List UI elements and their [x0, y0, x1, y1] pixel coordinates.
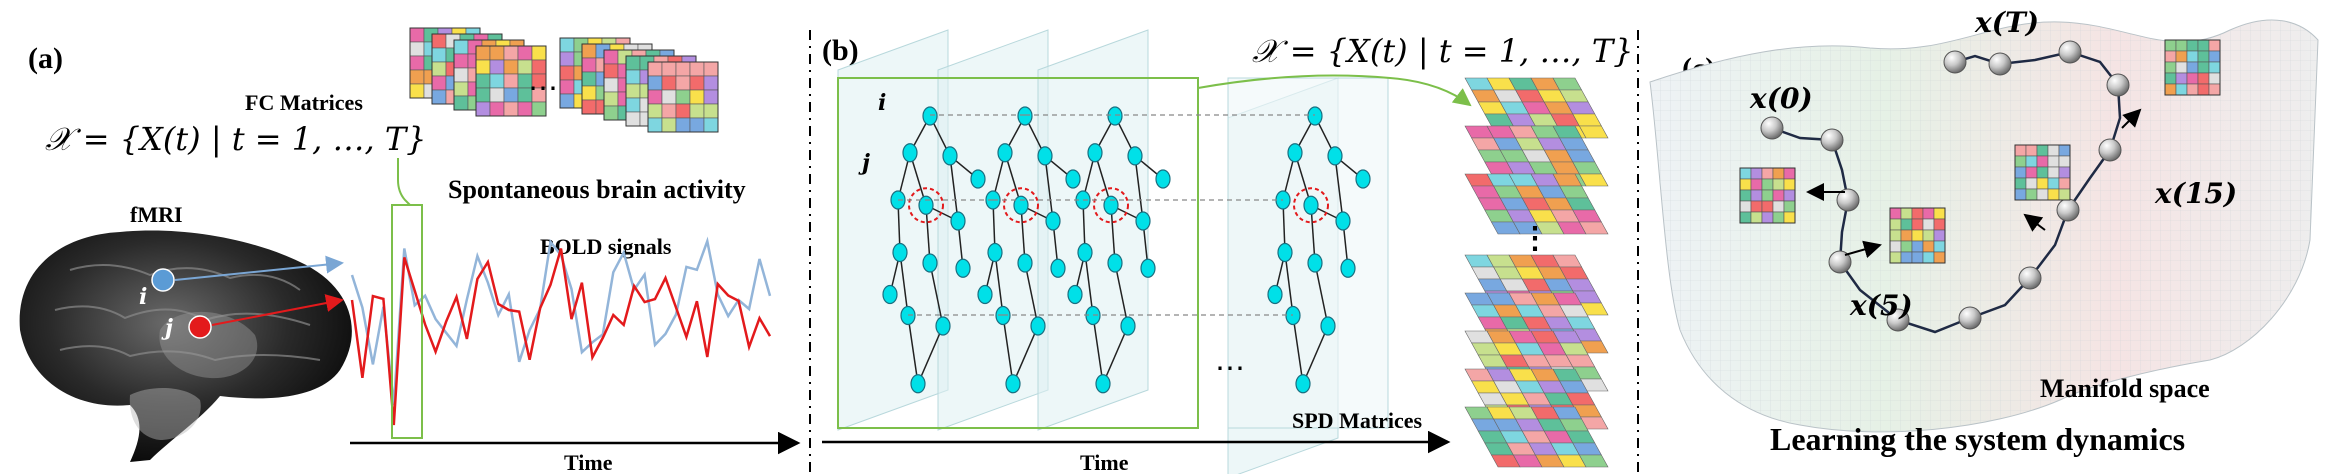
node-i-marker: [151, 268, 175, 292]
state-x5: x(5): [1849, 289, 1913, 322]
panel-b-label: (b): [822, 34, 859, 67]
time-label-a: Time: [564, 450, 613, 474]
spd-matrix-stack-top: [1464, 77, 1609, 235]
bold-signal-j: [350, 248, 772, 426]
trajectory-states: [1760, 40, 2130, 332]
fc-matrix-stack-1: [409, 27, 547, 117]
fc-matrix: [2164, 39, 2221, 96]
time-label-b: Time: [1080, 450, 1129, 474]
arrow-fc-4: [2121, 108, 2142, 129]
fc-matrix: [1889, 207, 1946, 264]
formula-b: 𝒳 = {X(t) | t = 1, …, T}: [1252, 32, 1634, 70]
manifold-fc-matrices: [1739, 39, 2221, 264]
fc-matrices-label: FC Matrices: [245, 90, 363, 115]
arrow-node-i: [174, 255, 344, 281]
arrow-fc-3: [2023, 213, 2046, 232]
fc-connector: [397, 158, 411, 206]
state-x0: x(0): [1749, 82, 1813, 115]
fc-matrix-stack-2: [559, 37, 719, 133]
bold-signal-i: [350, 236, 772, 406]
arrow-node-j: [211, 294, 344, 326]
spontaneous-label: Spontaneous brain activity: [448, 175, 746, 204]
fc-matrix: [475, 45, 547, 117]
fmri-label: fMRI: [130, 202, 183, 227]
graph-node-i: i: [878, 90, 886, 116]
state-xT: x(T): [1974, 6, 2039, 39]
frame-connector: [1197, 74, 1472, 107]
state-x15: x(15): [2154, 177, 2237, 210]
panel-b: (b) 𝒳 = {X(t) | t = 1, …, T} i j ⋯ ⋮ SPD…: [822, 29, 1634, 474]
spd-matrix: [1464, 406, 1609, 468]
graph-frame: [837, 77, 1199, 429]
learning-dynamics-label: Learning the system dynamics: [1770, 421, 2185, 457]
planes-ellipsis: ⋯: [1215, 352, 1245, 385]
formula-a: 𝒳 = {X(t) | t = 1, …, T}: [45, 120, 427, 158]
brain-icon: [19, 230, 352, 462]
brain-node-i: i: [139, 284, 147, 310]
panel-a-label: (a): [28, 42, 63, 75]
arrow-fc-2: [1844, 240, 1882, 259]
manifold-surface: [1649, 19, 2319, 433]
time-window-highlight: [391, 204, 423, 439]
brain-graphs: [882, 106, 1371, 394]
spd-matrix-stack-bottom: [1464, 254, 1609, 468]
fc-ellipsis: ⋯: [528, 72, 558, 105]
fc-matrix: [647, 61, 719, 133]
panel-c: (c) x(0) x(5) x(15) x(T) Manifold space …: [1649, 6, 2319, 457]
graph-planes: [837, 29, 1389, 474]
panel-a: (a) ⋯ FC Matrices 𝒳 = {X(t) | t = 1, …, …: [19, 27, 801, 474]
spd-vdots: ⋮: [1520, 222, 1550, 255]
fc-matrix: [1739, 167, 1796, 224]
spd-matrices-label: SPD Matrices: [1292, 408, 1423, 433]
spd-matrix: [1464, 173, 1609, 235]
fc-matrix: [2014, 144, 2071, 201]
manifold-space-label: Manifold space: [2040, 374, 2210, 403]
node-j-marker: [188, 315, 212, 339]
